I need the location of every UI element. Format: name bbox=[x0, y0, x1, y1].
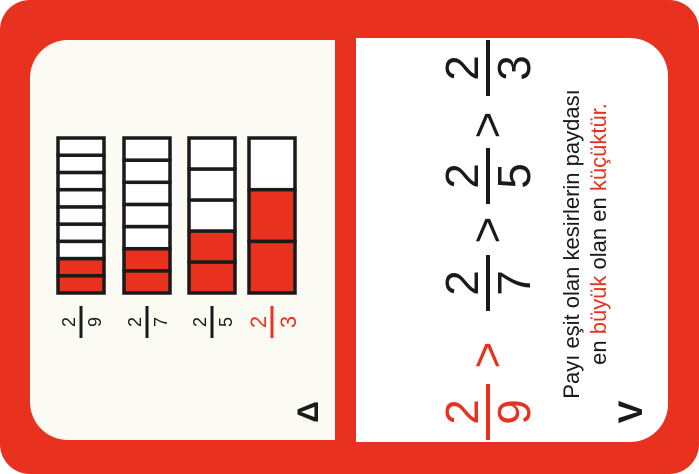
fraction-denominator: 9 bbox=[85, 317, 105, 327]
operator: > bbox=[461, 217, 513, 244]
fraction-numerator: 2 bbox=[246, 316, 271, 328]
fraction-denominator: 7 bbox=[151, 317, 171, 327]
greater-than-symbol: > bbox=[461, 217, 513, 244]
bar-cell-empty bbox=[122, 202, 172, 229]
operator: > bbox=[461, 112, 513, 139]
bar-cell-empty bbox=[187, 136, 237, 171]
fraction-denominator: 5 bbox=[488, 163, 540, 189]
fraction-denominator: 5 bbox=[216, 317, 236, 327]
bar-cell-empty bbox=[56, 205, 106, 226]
bar-cell-filled bbox=[187, 229, 237, 264]
bar-cell-empty bbox=[56, 153, 106, 175]
right-corner-label: V bbox=[612, 400, 650, 423]
rule-word-olan-en: olan en bbox=[586, 197, 611, 269]
bar-cell-empty bbox=[122, 158, 172, 185]
bar-cell-filled bbox=[122, 246, 172, 273]
fraction-numerator: 2 bbox=[125, 317, 145, 327]
bar-cell-empty bbox=[122, 180, 172, 207]
fraction-numerator: 2 bbox=[436, 163, 488, 189]
fraction-numerator: 2 bbox=[436, 399, 488, 425]
fraction-bars bbox=[56, 136, 297, 295]
rule-word-kucuktur: küçüktür. bbox=[586, 103, 611, 191]
bar-cell-empty bbox=[187, 198, 237, 233]
fraction-denominator: 3 bbox=[488, 55, 540, 81]
bar-cell-filled bbox=[247, 187, 297, 244]
rule-word-buyuk: büyük bbox=[586, 275, 611, 335]
greater-than-symbol: > bbox=[461, 342, 513, 369]
bar-cell-filled bbox=[56, 274, 106, 295]
bar-cell-empty bbox=[56, 222, 106, 244]
bar-cell-filled bbox=[56, 256, 106, 278]
left-corner-label: Δ bbox=[292, 401, 325, 423]
bar-cell-empty bbox=[122, 224, 172, 251]
bar-cell-filled bbox=[247, 239, 297, 295]
bar-cell-filled bbox=[187, 260, 237, 295]
operator: > bbox=[461, 342, 513, 369]
bar-cell-empty bbox=[247, 136, 297, 192]
bar-cell-empty bbox=[56, 136, 106, 157]
bar-cell-empty bbox=[122, 136, 172, 162]
rule-text-line-2: en büyük olan en küçüktür. bbox=[586, 103, 611, 365]
bar-cell-empty bbox=[187, 167, 237, 202]
bar-cell-empty bbox=[56, 187, 106, 209]
fraction-numerator: 2 bbox=[190, 317, 210, 327]
rule-word-en: en bbox=[586, 340, 611, 364]
bar-cell-empty bbox=[56, 239, 106, 261]
fraction-numerator: 2 bbox=[436, 55, 488, 81]
bar-cell-filled bbox=[122, 269, 172, 295]
fraction-numerator: 2 bbox=[436, 270, 488, 296]
fraction-numerator: 2 bbox=[59, 317, 79, 327]
right-panel bbox=[356, 38, 668, 442]
fraction-denominator: 3 bbox=[276, 316, 301, 328]
fraction-denominator: 9 bbox=[488, 399, 540, 425]
fraction-denominator: 7 bbox=[488, 270, 540, 296]
bar-cell-empty bbox=[56, 170, 106, 192]
rule-text-line-1: Payı eşit olan kesirlerin paydası bbox=[559, 89, 584, 398]
greater-than-symbol: > bbox=[461, 112, 513, 139]
